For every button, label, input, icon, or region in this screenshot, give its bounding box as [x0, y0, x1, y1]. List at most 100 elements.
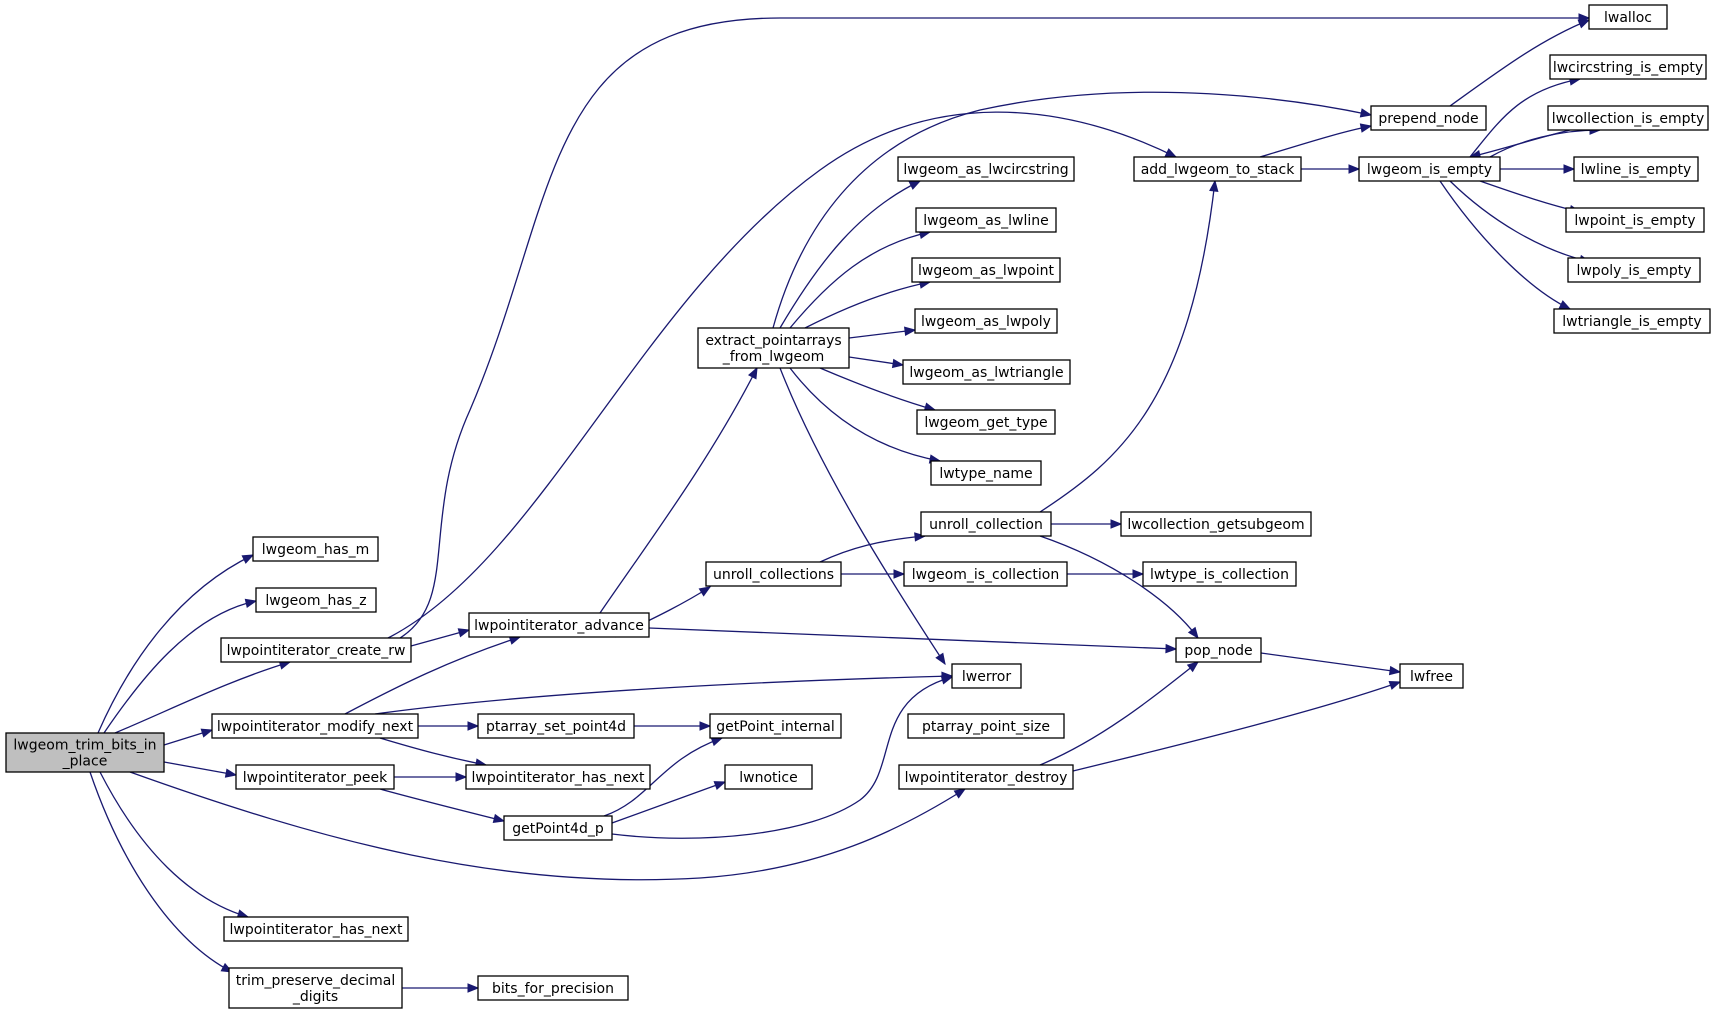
node-lwgeom-trim-bits-in-place[interactable]: lwgeom_trim_bits_in_place — [5, 732, 165, 773]
node-lwfree[interactable]: lwfree — [1399, 663, 1464, 689]
node-box[interactable] — [220, 637, 412, 663]
node-label: lwpointiterator_modify_next — [217, 719, 414, 735]
node-label: lwpointiterator_peek — [243, 770, 388, 786]
node-unroll-collections[interactable]: unroll_collections — [705, 561, 842, 587]
node-label: lwgeom_as_lwcircstring — [903, 162, 1068, 178]
node-box[interactable] — [1573, 156, 1699, 182]
node-box[interactable] — [697, 327, 850, 369]
node-box[interactable] — [252, 536, 379, 562]
node-box[interactable] — [915, 207, 1057, 233]
node-box[interactable] — [951, 663, 1022, 689]
node-box[interactable] — [1133, 156, 1302, 182]
call-edge-lwpointiterator_peek-to-getPoint4d_p — [379, 788, 506, 824]
call-edge-prepend_node-to-lwalloc — [1449, 19, 1591, 107]
node-box[interactable] — [1547, 105, 1709, 131]
node-lwnotice[interactable]: lwnotice — [724, 764, 813, 790]
node-lwpointiterator-modify-next[interactable]: lwpointiterator_modify_next — [211, 713, 419, 739]
call-edge-line — [804, 281, 931, 329]
node-label: lwpointiterator_has_next — [230, 922, 403, 938]
call-edge-line — [99, 771, 249, 918]
node-box[interactable] — [897, 156, 1075, 182]
node-box[interactable] — [255, 587, 377, 613]
node-prepend-node[interactable]: prepend_node — [1370, 105, 1487, 131]
node-box[interactable] — [902, 359, 1071, 385]
node-box[interactable] — [898, 764, 1074, 790]
node-box[interactable] — [1565, 207, 1705, 233]
node-lwtype-name[interactable]: lwtype_name — [930, 460, 1042, 486]
node-lwtype-is-collection[interactable]: lwtype_is_collection — [1142, 561, 1297, 587]
node-box[interactable] — [724, 764, 813, 790]
node-box[interactable] — [1588, 4, 1668, 30]
node-ptarray-set-point4d[interactable]: ptarray_set_point4d — [477, 713, 635, 739]
node-lwline-is-empty[interactable]: lwline_is_empty — [1573, 156, 1699, 182]
node-box[interactable] — [503, 815, 613, 841]
node-lwpointiterator-has-next-b[interactable]: lwpointiterator_has_next — [465, 764, 651, 790]
node-lwpoly-is-empty[interactable]: lwpoly_is_empty — [1567, 257, 1701, 283]
node-lwgeom-is-empty[interactable]: lwgeom_is_empty — [1358, 156, 1501, 182]
node-box[interactable] — [930, 460, 1042, 486]
node-lwpointiterator-has-next-a[interactable]: lwpointiterator_has_next — [223, 916, 409, 942]
node-lwgeom-as-lwtriangle[interactable]: lwgeom_as_lwtriangle — [902, 359, 1071, 385]
node-box[interactable] — [920, 511, 1052, 537]
node-lwpointiterator-create-rw[interactable]: lwpointiterator_create_rw — [220, 637, 412, 663]
node-box[interactable] — [1120, 511, 1312, 537]
call-edge-arrowhead — [467, 721, 480, 731]
node-box[interactable] — [477, 975, 629, 1001]
node-label: lwpoint_is_empty — [1574, 213, 1695, 229]
node-extract-pointarrays-from-lwgeom[interactable]: extract_pointarrays_from_lwgeom — [697, 327, 850, 369]
node-box[interactable] — [1399, 663, 1464, 689]
node-box[interactable] — [211, 713, 419, 739]
node-box[interactable] — [1142, 561, 1297, 587]
node-box[interactable] — [1549, 54, 1707, 80]
node-lwerror[interactable]: lwerror — [951, 663, 1022, 689]
node-label: getPoint4d_p — [512, 821, 604, 837]
node-box[interactable] — [465, 764, 651, 790]
node-bits-for-precision[interactable]: bits_for_precision — [477, 975, 629, 1001]
node-box[interactable] — [911, 257, 1061, 283]
node-lwgeom-get-type[interactable]: lwgeom_get_type — [916, 409, 1056, 435]
node-pop-node[interactable]: pop_node — [1175, 637, 1262, 663]
node-lwgeom-as-lwpoint[interactable]: lwgeom_as_lwpoint — [911, 257, 1061, 283]
call-edge-arrowhead — [893, 569, 906, 579]
node-box[interactable] — [1567, 257, 1701, 283]
node-lwgeom-as-lwline[interactable]: lwgeom_as_lwline — [915, 207, 1057, 233]
node-box[interactable] — [916, 409, 1056, 435]
node-lwpoint-is-empty[interactable]: lwpoint_is_empty — [1565, 207, 1705, 233]
node-box[interactable] — [705, 561, 842, 587]
node-lwalloc[interactable]: lwalloc — [1588, 4, 1668, 30]
node-getPoint4d-p[interactable]: getPoint4d_p — [503, 815, 613, 841]
node-box[interactable] — [223, 916, 409, 942]
node-lwgeom-has-m[interactable]: lwgeom_has_m — [252, 536, 379, 562]
node-box[interactable] — [468, 612, 650, 638]
node-lwgeom-as-lwcircstring[interactable]: lwgeom_as_lwcircstring — [897, 156, 1075, 182]
node-box[interactable] — [235, 764, 395, 790]
node-box[interactable] — [1553, 308, 1711, 334]
node-lwgeom-is-collection[interactable]: lwgeom_is_collection — [903, 561, 1068, 587]
node-label: lwgeom_as_lwpoly — [921, 314, 1051, 330]
node-lwpointiterator-advance[interactable]: lwpointiterator_advance — [468, 612, 650, 638]
node-box[interactable] — [5, 732, 165, 773]
node-box[interactable] — [1370, 105, 1487, 131]
node-box[interactable] — [1358, 156, 1501, 182]
node-lwcircstring-is-empty[interactable]: lwcircstring_is_empty — [1549, 54, 1707, 80]
call-edge-lwpointiterator_modify_next-to-lwpointiterator_has_next_b — [379, 737, 488, 768]
node-lwcollection-getsubgeom[interactable]: lwcollection_getsubgeom — [1120, 511, 1312, 537]
node-add-lwgeom-to-stack[interactable]: add_lwgeom_to_stack — [1133, 156, 1302, 182]
node-box[interactable] — [907, 713, 1065, 739]
node-lwcollection-is-empty[interactable]: lwcollection_is_empty — [1547, 105, 1709, 131]
node-box[interactable] — [903, 561, 1068, 587]
node-getPoint-internal[interactable]: getPoint_internal — [709, 713, 842, 739]
node-lwgeom-has-z[interactable]: lwgeom_has_z — [255, 587, 377, 613]
node-box[interactable] — [709, 713, 842, 739]
node-lwtriangle-is-empty[interactable]: lwtriangle_is_empty — [1553, 308, 1711, 334]
node-lwgeom-as-lwpoly[interactable]: lwgeom_as_lwpoly — [914, 308, 1058, 334]
node-box[interactable] — [1175, 637, 1262, 663]
node-lwpointiterator-destroy[interactable]: lwpointiterator_destroy — [898, 764, 1074, 790]
node-box[interactable] — [477, 713, 635, 739]
node-unroll-collection[interactable]: unroll_collection — [920, 511, 1052, 537]
node-box[interactable] — [914, 308, 1058, 334]
node-lwpointiterator-peek[interactable]: lwpointiterator_peek — [235, 764, 395, 790]
node-ptarray-point-size[interactable]: ptarray_point_size — [907, 713, 1065, 739]
node-trim-preserve-decimal-digits[interactable]: trim_preserve_decimal_digits — [228, 967, 403, 1009]
node-box[interactable] — [228, 967, 403, 1009]
